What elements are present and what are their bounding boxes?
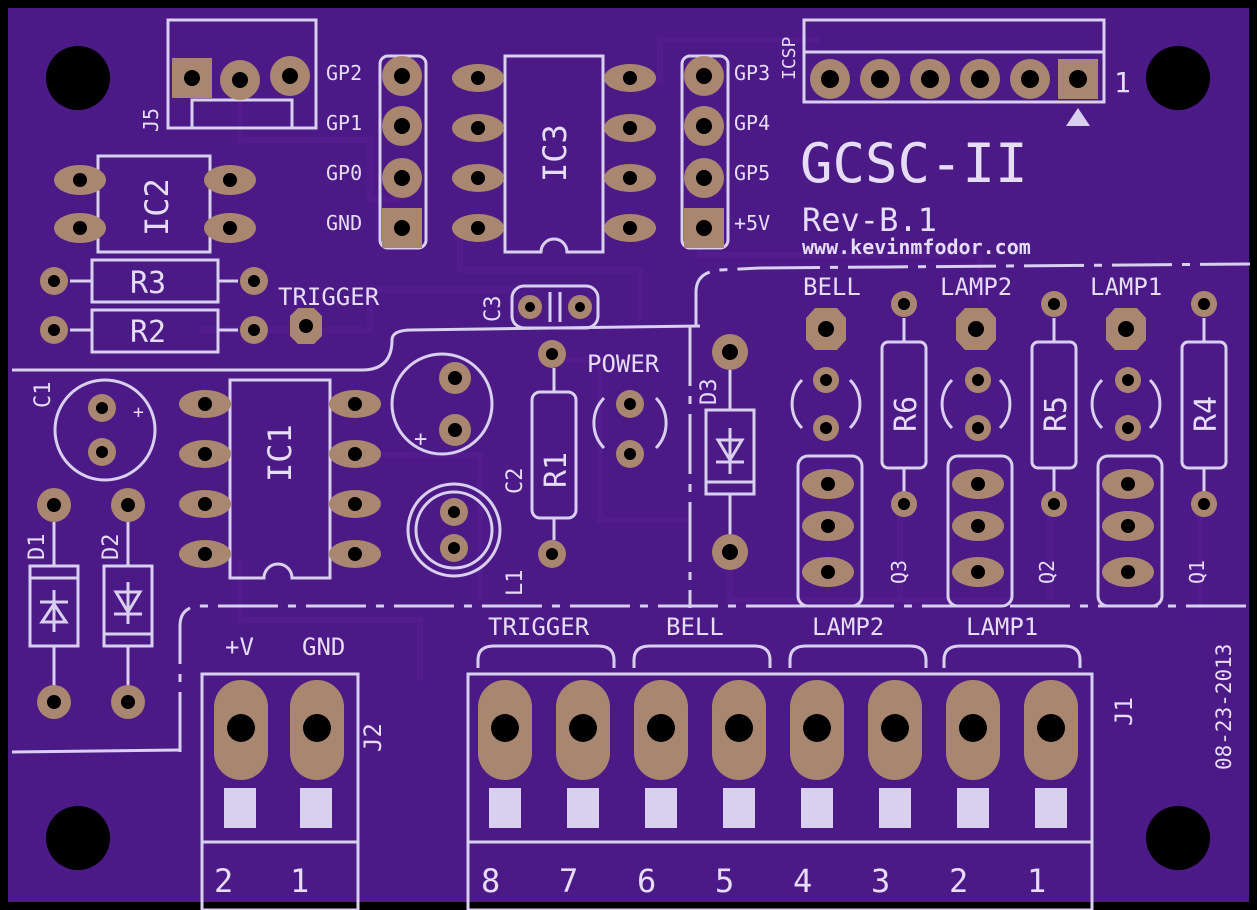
- j1-label-trigger: TRIGGER: [488, 613, 590, 641]
- d1-label: D1: [25, 534, 50, 561]
- mounting-hole-top-right: [1146, 46, 1210, 110]
- trigger-label: TRIGGER: [278, 283, 380, 311]
- ic1-label: IC1: [261, 424, 299, 482]
- board-website: www.kevinmfodor.com: [802, 235, 1031, 259]
- r1-label: R1: [539, 452, 574, 488]
- j1-label: J1: [1110, 697, 1138, 726]
- ic1-footprint: [179, 378, 381, 580]
- pin-label-gnd: GND: [326, 211, 362, 235]
- j2-label-gnd: GND: [302, 633, 345, 661]
- c1-polarity-mark: +: [133, 402, 144, 423]
- power-led-footprint: [592, 390, 668, 468]
- j2-label-vplus: +V: [225, 633, 254, 661]
- r2-footprint: [40, 308, 268, 354]
- l1-label: L1: [503, 570, 528, 597]
- gp-left-header: [378, 54, 428, 250]
- gp-right-header: [680, 54, 730, 250]
- ic2-footprint: [54, 154, 256, 254]
- mounting-holes: [46, 46, 1210, 870]
- j1-pin-4: 4: [793, 862, 812, 900]
- ic3-footprint: [452, 54, 656, 254]
- icsp-label: ICSP: [779, 36, 800, 80]
- icsp-header: [802, 18, 1106, 126]
- board-title: GCSC-II: [800, 132, 1028, 195]
- section-outlines: [11, 262, 1251, 754]
- j1-pin-8: 8: [481, 862, 500, 900]
- j1-label-lamp2: LAMP2: [812, 613, 884, 641]
- board-date: 08-23-2013: [1212, 644, 1236, 770]
- d3-label: D3: [697, 379, 722, 406]
- c1-footprint: [53, 378, 157, 482]
- q2-label: Q2: [1035, 560, 1059, 584]
- j5-header: [166, 18, 318, 130]
- lamp1-channel-label: LAMP1: [1090, 273, 1162, 301]
- q3-label: Q3: [887, 560, 911, 584]
- pin-label-gp1: GP1: [326, 111, 362, 135]
- pin-label-gp0: GP0: [326, 161, 362, 185]
- d3-footprint: [704, 334, 756, 570]
- mounting-hole-bottom-left: [46, 806, 110, 870]
- j5-label: J5: [139, 108, 163, 132]
- mounting-hole-top-left: [46, 46, 110, 110]
- d1-footprint: [28, 488, 80, 719]
- lamp1-channel: [1090, 291, 1228, 608]
- j1-pin-3: 3: [871, 862, 890, 900]
- r2-label: R2: [130, 315, 166, 350]
- j2-pin-1: 1: [290, 862, 309, 900]
- pin-label-gp4: GP4: [734, 111, 770, 135]
- pin-label-gp3: GP3: [734, 61, 770, 85]
- c1-label: C1: [31, 382, 56, 409]
- lamp2-channel: [940, 291, 1078, 608]
- j1-pin-2: 2: [949, 862, 968, 900]
- lamp2-channel-label: LAMP2: [940, 273, 1012, 301]
- pin-label-gp2: GP2: [326, 61, 362, 85]
- j1-pin-6: 6: [637, 862, 656, 900]
- r6-label: R6: [889, 396, 924, 432]
- bell-channel-label: BELL: [803, 273, 861, 301]
- c3-label: C3: [481, 296, 506, 323]
- j2-label: J2: [359, 723, 387, 752]
- mounting-hole-bottom-right: [1146, 806, 1210, 870]
- c3-footprint: [510, 284, 600, 330]
- pin-label-5v: +5V: [734, 211, 770, 235]
- l1-footprint: [406, 482, 502, 578]
- d2-footprint: [102, 488, 154, 719]
- r1-footprint: [530, 340, 578, 568]
- j2-pin-2: 2: [214, 862, 233, 900]
- q1-label: Q1: [1185, 560, 1209, 584]
- j1-label-bell: BELL: [666, 613, 724, 641]
- ic3-label: IC3: [536, 124, 574, 182]
- j2-terminal-block: [200, 672, 360, 910]
- j1-pin-5: 5: [715, 862, 734, 900]
- r4-label: R4: [1189, 396, 1224, 432]
- r3-label: R3: [130, 266, 166, 301]
- c2-polarity-mark: +: [414, 427, 427, 452]
- trigger-test-pad: [290, 308, 322, 344]
- r5-label: R5: [1039, 396, 1074, 432]
- power-label: POWER: [587, 350, 660, 378]
- c2-label: C2: [503, 468, 528, 495]
- icsp-pin1-label: 1: [1114, 66, 1131, 99]
- d2-label: D2: [99, 534, 124, 561]
- ic2-label: IC2: [138, 178, 176, 236]
- j1-pin-1: 1: [1027, 862, 1046, 900]
- board-revision: Rev-B.1: [802, 201, 937, 239]
- j1-pin-7: 7: [559, 862, 578, 900]
- pin-label-gp5: GP5: [734, 161, 770, 185]
- j1-terminal-block: [466, 644, 1094, 910]
- r3-footprint: [40, 258, 268, 304]
- bell-channel: [790, 291, 928, 608]
- c2-footprint: [390, 352, 494, 456]
- j1-label-lamp1: LAMP1: [966, 613, 1038, 641]
